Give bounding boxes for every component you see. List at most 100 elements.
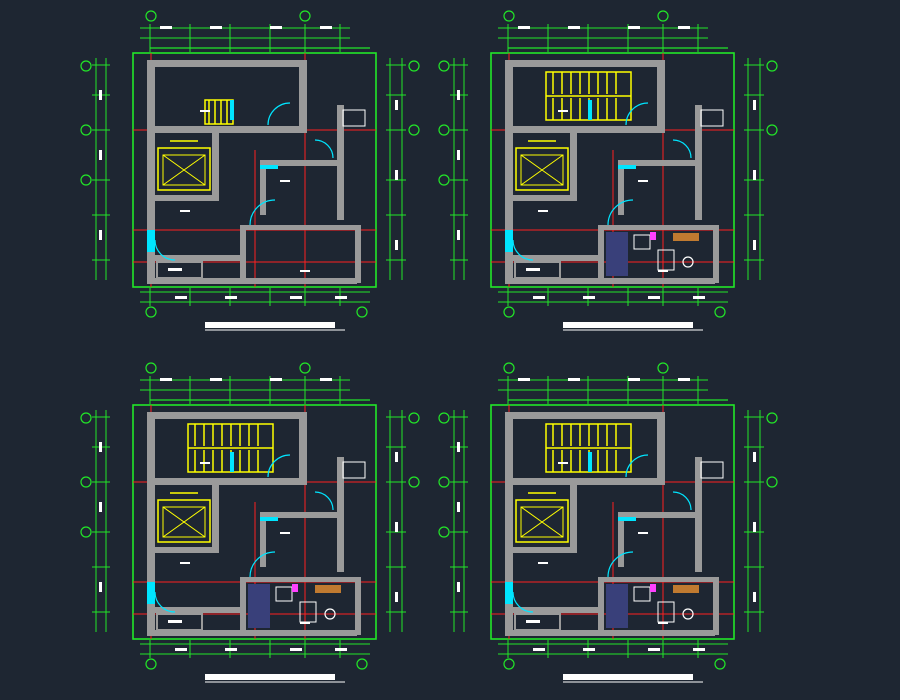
door-swing xyxy=(625,454,649,478)
room-label-mark xyxy=(526,620,540,623)
dimension-text-mark xyxy=(99,150,102,160)
axis-bubble-top-2 xyxy=(657,10,669,22)
axis-bubble-top-1 xyxy=(145,362,157,374)
wall-bath-top xyxy=(260,512,342,518)
glass-panel xyxy=(147,582,155,604)
counter-fixture xyxy=(673,585,699,593)
dimension-text-mark xyxy=(99,442,102,452)
dimension-lines xyxy=(450,376,764,658)
wall-lower xyxy=(147,255,242,261)
grid-axis-bubbles xyxy=(438,362,778,670)
glass-panel xyxy=(505,230,513,252)
wall-right-inner xyxy=(695,457,702,572)
bathroom-fixtures xyxy=(248,584,341,628)
dimension-text-mark xyxy=(568,26,580,29)
wall-stair-right xyxy=(299,60,307,130)
sink-fixture xyxy=(275,586,293,602)
dimension-text-mark xyxy=(518,378,530,381)
wall-lower xyxy=(505,607,600,613)
door-swing xyxy=(672,491,692,511)
walls xyxy=(147,60,361,284)
dimension-text-mark xyxy=(160,378,172,381)
room-annotation-mark xyxy=(180,562,190,564)
room-label-mark xyxy=(168,268,182,271)
walls xyxy=(147,412,361,636)
glass-panel xyxy=(260,517,278,521)
room-annotation-mark xyxy=(558,110,568,112)
wall-bottom xyxy=(147,278,357,284)
storage-room xyxy=(514,613,561,631)
storage-room xyxy=(156,261,203,279)
axis-bubble-bottom-1 xyxy=(145,658,157,670)
axis-bubble-left-2 xyxy=(80,476,92,488)
dimension-text-mark xyxy=(693,648,705,651)
dimension-text-mark xyxy=(753,522,756,532)
axis-bubble-left-2 xyxy=(80,124,92,136)
dimension-lines xyxy=(92,24,406,306)
wall-elevator-right xyxy=(212,485,219,553)
dimension-text-mark xyxy=(533,296,545,299)
wall-left xyxy=(505,60,513,280)
axis-bubble-bottom-1 xyxy=(145,306,157,318)
room-annotation-mark xyxy=(538,562,548,564)
floor-drain xyxy=(682,256,694,268)
elevator-inner xyxy=(520,154,564,186)
elevator-shaft xyxy=(515,492,569,543)
room-annotation-mark xyxy=(658,622,668,624)
wall-elevator-bottom xyxy=(147,195,219,201)
wall-top xyxy=(505,60,665,67)
elevator-cross-2 xyxy=(162,506,206,538)
elevator-inner xyxy=(162,154,206,186)
wall-corridor xyxy=(618,512,624,567)
axis-bubble-right-2 xyxy=(408,124,420,136)
wall-bottom xyxy=(147,630,357,636)
dimension-text-mark xyxy=(270,378,282,381)
counter-fixture xyxy=(315,585,341,593)
dimension-text-mark xyxy=(533,648,545,651)
sink-fixture xyxy=(633,586,651,602)
dimension-lines xyxy=(450,24,764,306)
room-label-mark xyxy=(526,268,540,271)
door-swing xyxy=(249,551,276,578)
wall-top xyxy=(147,412,307,419)
axis-bubble-left-3 xyxy=(438,174,450,186)
door-swing xyxy=(314,491,334,511)
shaft-box xyxy=(342,461,366,479)
storage-room xyxy=(156,613,203,631)
axis-bubble-top-1 xyxy=(503,362,515,374)
wall-stair-right xyxy=(299,412,307,482)
magenta-mark xyxy=(292,584,298,592)
door-swing xyxy=(249,199,276,226)
elevator-cross-2 xyxy=(162,154,206,186)
wall-right-lower xyxy=(713,577,719,635)
sink-fixture xyxy=(633,234,651,250)
dimension-text-mark xyxy=(320,378,332,381)
floor-drain xyxy=(324,608,336,620)
axis-bubble-left-1 xyxy=(80,412,92,424)
wall-elevator-bottom xyxy=(505,547,577,553)
axis-bubble-left-3 xyxy=(80,174,92,186)
dimension-text-mark xyxy=(99,502,102,512)
wall-stair-right xyxy=(657,60,665,130)
dimension-text-mark xyxy=(648,648,660,651)
room-annotation-mark xyxy=(658,270,668,272)
grid-axis-bubbles xyxy=(80,362,420,670)
wall-elevator-right xyxy=(212,133,219,201)
wall-top xyxy=(505,412,665,419)
wall-unit-left xyxy=(598,225,604,283)
tub-fixture xyxy=(606,232,628,276)
tub-fixture xyxy=(248,584,270,628)
axis-bubble-bottom-2 xyxy=(714,658,726,670)
door-swing xyxy=(267,454,291,478)
elevator-car xyxy=(157,147,211,191)
wall-bath-top xyxy=(618,512,700,518)
axis-bubble-left-2 xyxy=(438,124,450,136)
grid-axis-bubbles xyxy=(438,10,778,318)
wall-left xyxy=(505,412,513,632)
doors xyxy=(147,100,334,261)
door-swing xyxy=(154,591,176,613)
axis-bubble-right-1 xyxy=(766,412,778,424)
glass-panel xyxy=(618,165,636,169)
wall-unit-top xyxy=(240,225,360,230)
room-annotation-mark xyxy=(638,180,648,182)
